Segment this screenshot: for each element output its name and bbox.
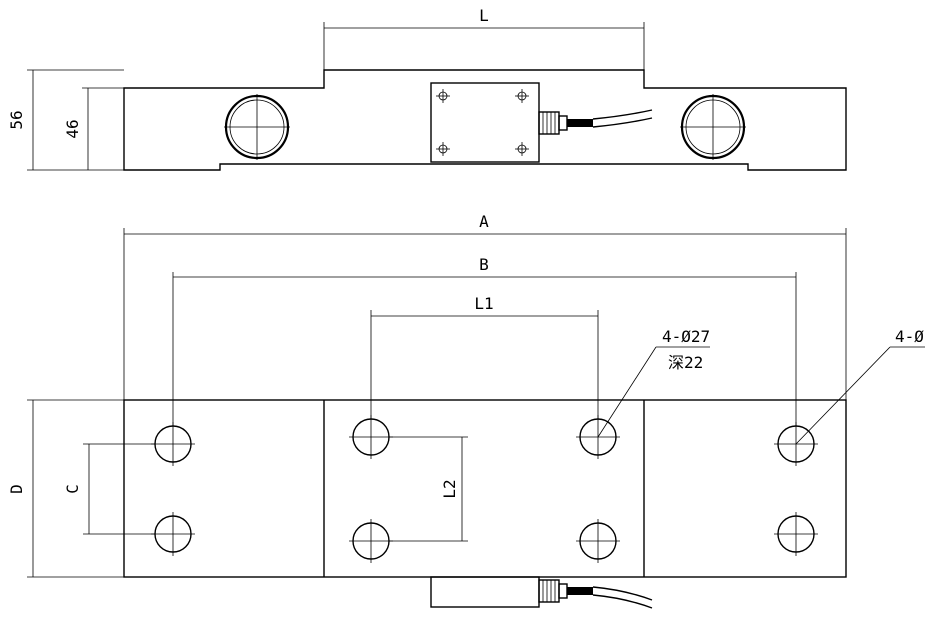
callout-outer-holes-label: 4-Ø (895, 327, 924, 346)
dim-L2 (389, 436, 468, 542)
screw-icon (515, 89, 529, 103)
plan-junction-box (430, 576, 540, 608)
side-junction-box (430, 82, 540, 163)
dim-A-label: A (479, 212, 489, 231)
plan-view-outline (123, 399, 847, 578)
dim-L (323, 22, 645, 70)
dim-56 (27, 69, 124, 171)
dim-D-label: D (7, 484, 26, 494)
side-view-outline (123, 69, 847, 171)
dim-56-label: 56 (7, 110, 26, 129)
plan-cable (592, 594, 653, 609)
dim-B (172, 272, 797, 426)
side-cable (592, 109, 653, 120)
hole-icon (576, 519, 620, 563)
side-left-hole-icon (224, 94, 290, 160)
hole-icon (774, 512, 818, 556)
callout-outer-holes-leader (795, 346, 925, 445)
side-right-hole-icon (680, 94, 746, 160)
dim-A (123, 228, 847, 400)
plan-cable (592, 586, 653, 601)
hole-icon (151, 512, 195, 556)
callout-inner-holes-leader (597, 346, 710, 438)
dim-46-label: 46 (63, 119, 82, 138)
callout-inner-holes-line1: 4-Ø27 (662, 327, 710, 346)
dim-C-label: C (63, 484, 82, 494)
dim-46 (82, 87, 124, 170)
plan-cable-gland-icon (538, 579, 593, 603)
dim-L1 (370, 310, 599, 419)
screw-icon (436, 142, 450, 156)
screw-icon (436, 89, 450, 103)
hole-icon (349, 415, 393, 459)
dim-C (83, 443, 155, 535)
dim-B-label: B (479, 255, 489, 274)
side-cable-gland-icon (538, 111, 593, 135)
side-view: L 56 46 (7, 6, 847, 171)
dim-L-label: L (479, 6, 489, 25)
hole-icon (349, 519, 393, 563)
hole-icon (151, 422, 195, 466)
plan-view: A B L1 L2 C (7, 212, 925, 609)
screw-icon (515, 142, 529, 156)
side-cable (592, 117, 653, 128)
dim-D (27, 399, 124, 578)
callout-inner-holes-line2: 深22 (668, 353, 703, 372)
dim-L2-label: L2 (440, 479, 459, 498)
dim-L1-label: L1 (474, 294, 493, 313)
